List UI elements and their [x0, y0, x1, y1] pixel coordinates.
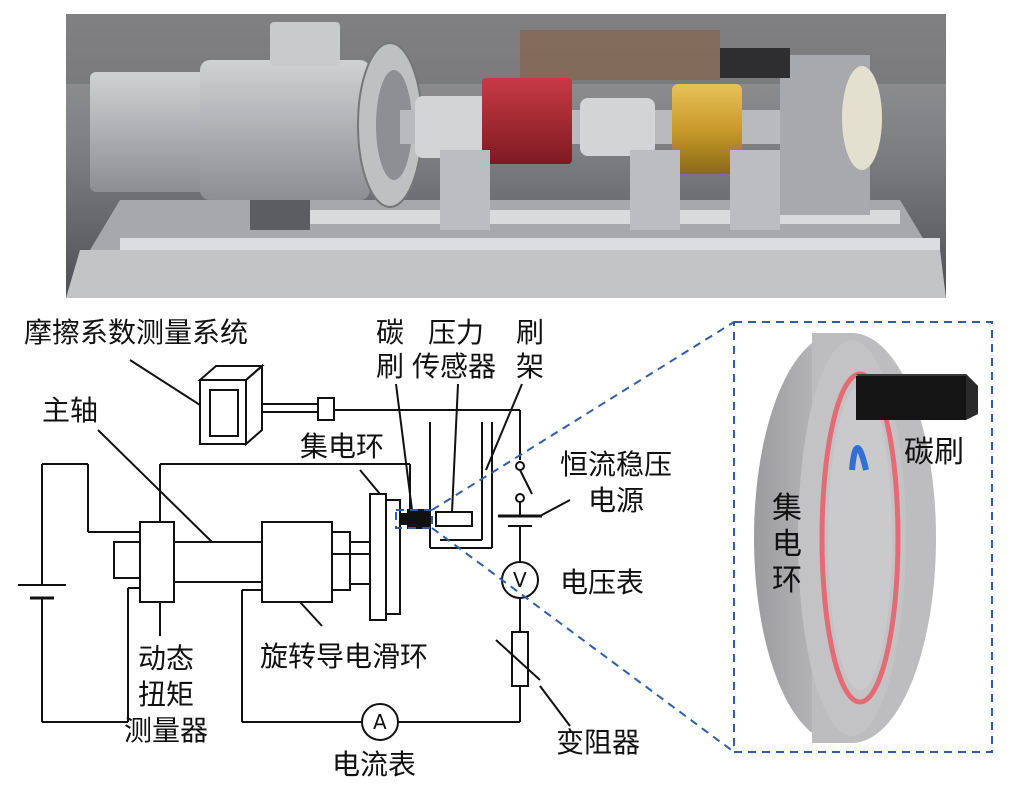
label-torque-2: 扭矩	[138, 678, 194, 711]
rheostat	[511, 631, 529, 687]
test-rig-photo	[66, 14, 946, 298]
label-holder-2: 架	[516, 350, 544, 383]
shaft-left-stub	[113, 541, 141, 579]
label-holder-1: 刷	[516, 316, 544, 349]
label-main-shaft: 主轴	[42, 394, 98, 427]
zoom-source-box	[395, 509, 433, 529]
label-carbon-brush-1: 碳	[376, 316, 404, 349]
leader-sensor	[451, 383, 459, 513]
label-power-1: 恒流稳压	[560, 448, 672, 481]
carbon-brush	[407, 509, 429, 529]
labels: 摩擦系数测量系统 碳 刷 压力 传感器 刷 架 主轴 集电环 恒流稳压 电源 电…	[24, 316, 964, 781]
label-power-2: 电源	[588, 484, 644, 517]
detail-ring-3: 环	[772, 563, 802, 598]
label-voltmeter: 电压表	[560, 566, 644, 599]
detail-ring-2: 电	[772, 527, 802, 562]
pressure-sensor	[435, 511, 473, 527]
leader-rheostat	[539, 685, 571, 727]
zoom-detail-frame	[733, 321, 993, 753]
leader-collector	[359, 469, 381, 495]
voltmeter-letter: V	[513, 568, 527, 592]
leader-brush	[395, 383, 413, 511]
carbon-brush-block	[856, 376, 966, 420]
slip-ring-body	[261, 521, 333, 603]
sensor-connector	[317, 397, 335, 421]
leader-holder	[485, 383, 523, 471]
leader-friction	[129, 359, 201, 406]
label-slip-ring: 旋转导电滑环	[260, 640, 428, 673]
label-friction-system: 摩擦系数测量系统	[24, 316, 248, 349]
friction-box-front	[199, 379, 247, 445]
leader-power	[539, 499, 571, 517]
brush-contact-marker	[849, 445, 869, 471]
label-rheostat: 变阻器	[556, 726, 640, 759]
detail-view	[754, 333, 978, 743]
zoom-lines	[395, 321, 993, 753]
label-carbon-brush-2: 刷	[376, 350, 404, 383]
detail-ring-1: 集	[772, 491, 802, 526]
leader-slipring	[299, 601, 323, 627]
switch	[519, 469, 533, 495]
label-ammeter: 电流表	[332, 748, 416, 781]
label-torque-3: 测量器	[124, 714, 208, 747]
leader-shaft	[97, 429, 213, 543]
label-pressure-1: 压力	[428, 316, 484, 349]
label-torque-1: 动态	[138, 642, 194, 675]
ammeter-letter: A	[373, 710, 387, 734]
label-collector-ring: 集电环	[300, 430, 384, 463]
schematic	[18, 359, 571, 741]
label-pressure-2: 传感器	[412, 350, 496, 383]
detail-brush: 碳刷	[904, 435, 964, 470]
collector-ring-disk	[369, 493, 387, 621]
shaft-segment	[331, 531, 351, 591]
torque-meter-body	[139, 521, 175, 603]
